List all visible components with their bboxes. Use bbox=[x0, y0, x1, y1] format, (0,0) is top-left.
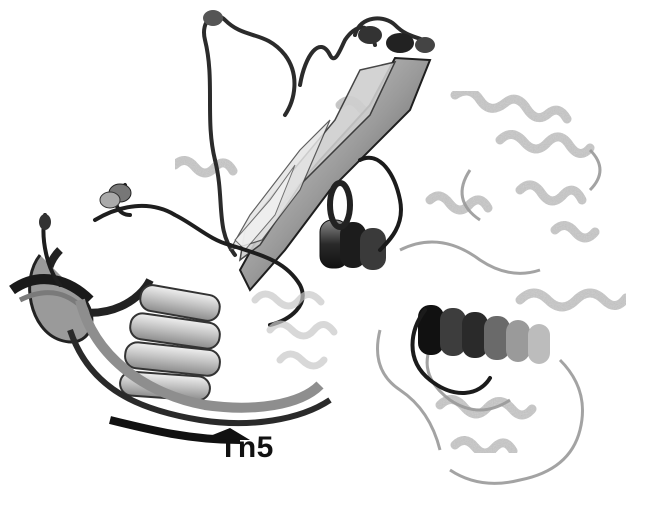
figure-label: Tn5 bbox=[219, 431, 274, 465]
background-loops bbox=[378, 150, 601, 483]
right-helix bbox=[418, 305, 550, 364]
left-helix-barrel bbox=[12, 250, 222, 401]
central-ghost-helices bbox=[255, 294, 334, 366]
middle-helix bbox=[320, 183, 386, 270]
